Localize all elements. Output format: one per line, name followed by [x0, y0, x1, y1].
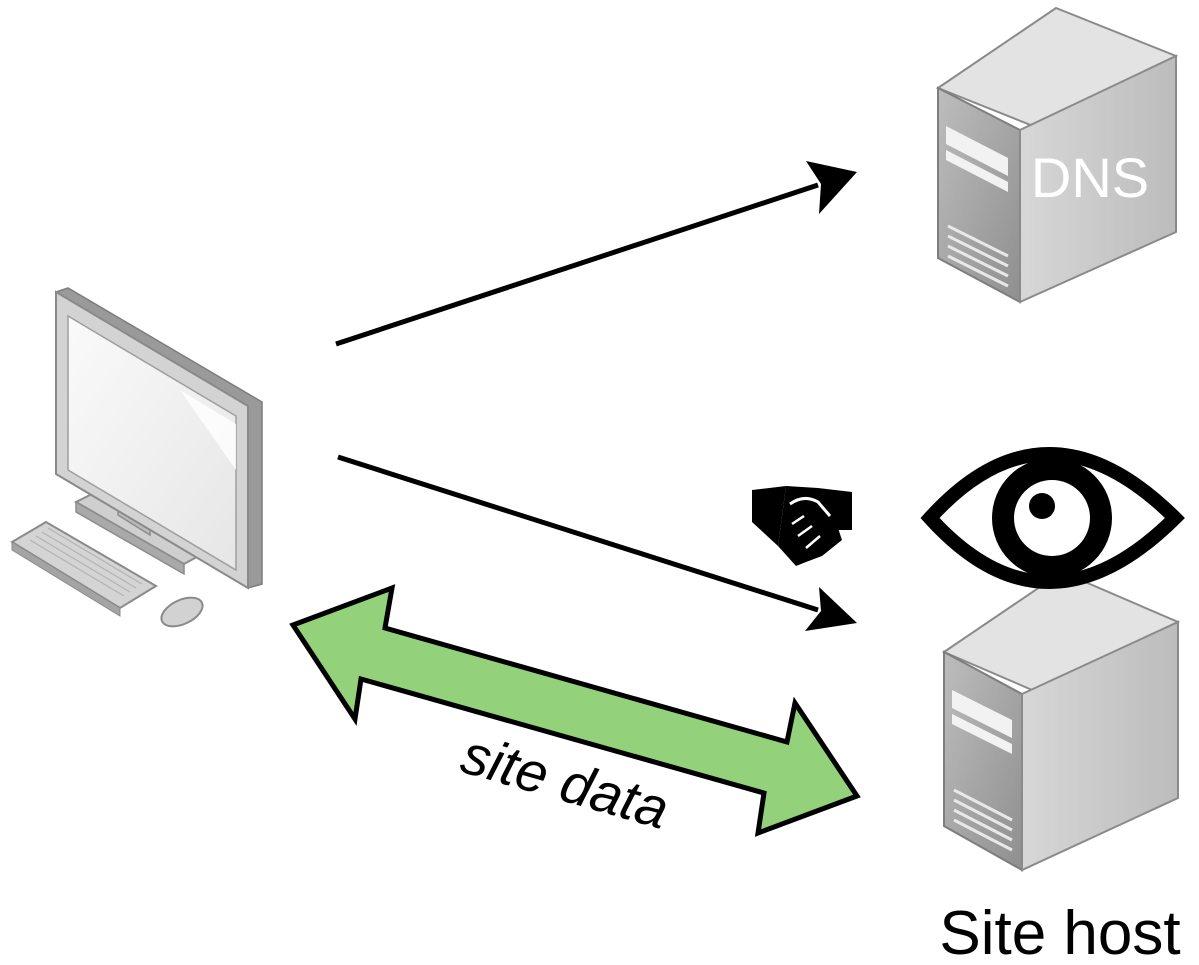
handshake-icon [752, 486, 852, 566]
dns-server: DNS [935, 6, 1179, 304]
eye-icon [920, 447, 1185, 589]
server-tower-icon [935, 6, 1179, 304]
arrow-client-to-dns [335, 161, 857, 347]
dns-server-label: DNS [1031, 146, 1149, 209]
site-host-server: Site host [939, 570, 1181, 965]
arrow-client-to-site-host [337, 454, 857, 631]
server-tower-icon [941, 570, 1181, 872]
desktop-computer-icon [10, 287, 263, 628]
site-host-label: Site host [939, 899, 1180, 965]
site-data-double-arrow [289, 584, 861, 837]
